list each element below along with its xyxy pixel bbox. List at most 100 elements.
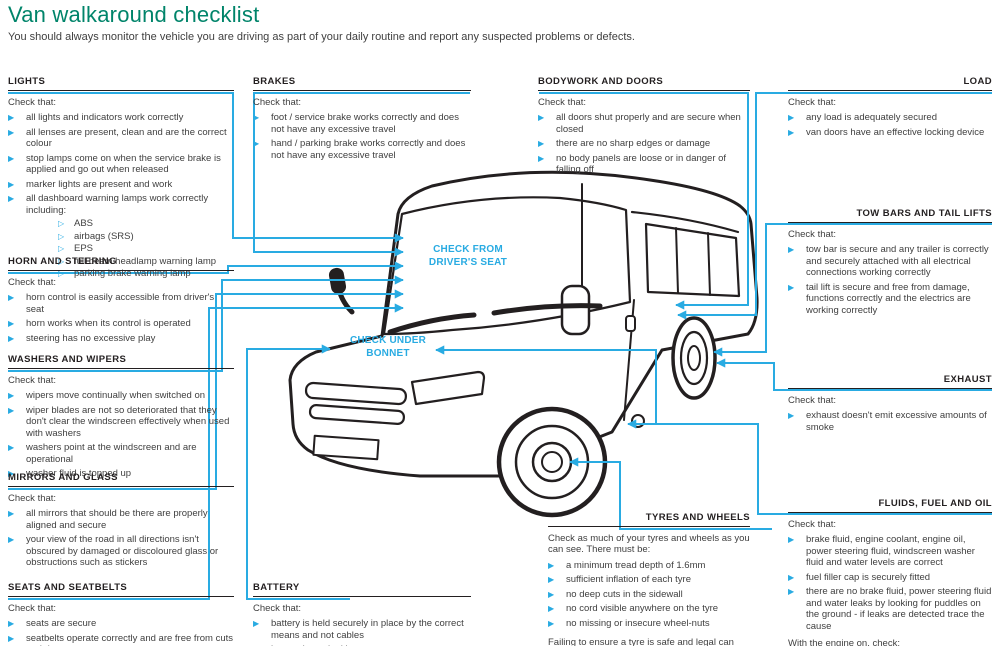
check-item-text: seats are secure (26, 618, 97, 629)
section-bodywork-title: BODYWORK AND DOORS (538, 76, 750, 91)
front-wheel-ring (531, 441, 573, 483)
bullet-triangle-icon: ▶ (548, 618, 555, 628)
driver-mirror-arm (335, 281, 355, 315)
section-mirrors-list: ▶ all mirrors that should be there are pr… (8, 508, 234, 569)
check-item-text: fuel filler cap is securely fitted (806, 571, 931, 583)
check-item-text: tow bar is secure and any trailer is cor… (806, 244, 989, 278)
section-lights-intro: Check that: (8, 96, 57, 108)
check-subitem: ▷ABS (58, 218, 234, 230)
check-item-text: there are no sharp edges or damage (556, 138, 711, 149)
page-title: Van walkaround checklist (8, 2, 260, 27)
section-lights-list: ▶ all lights and indicators work correctl… (8, 112, 234, 280)
check-item: ▶no deep cuts in the sidewall (548, 589, 750, 601)
section-mirrors-intro: Check that: (8, 492, 57, 504)
bullet-triangle-icon: ▶ (8, 509, 15, 518)
section-towbars-title: TOW BARS AND TAIL LIFTS (788, 208, 992, 223)
section-washers-list: ▶ wipers move continually when switched o… (8, 390, 234, 480)
bullet-triangle-icon: ▶ (8, 153, 15, 163)
check-item: ▶horn works when its control is operated (8, 318, 234, 330)
check-item: ▶hand / parking brake works correctly an… (253, 138, 471, 161)
section-brakes-intro: Check that: (253, 96, 302, 108)
check-item-text: sufficient inflation of each tyre (566, 574, 691, 585)
check-item-text: all mirrors that should be there are pro… (26, 508, 208, 531)
check-item-text: battery is held securely in place by the… (271, 618, 464, 641)
check-item: ▶ washer fluid is topped up (8, 468, 234, 480)
number-plate (312, 434, 380, 461)
check-item: ▶ all mirrors that should be there are pr… (8, 508, 234, 531)
section-bodywork-doors: BODYWORK AND DOORS Check that: ▶all door… (538, 76, 750, 179)
label-check-from-drivers-seat: CHECK FROM DRIVER'S SEAT (428, 244, 508, 268)
section-tow-bars: TOW BARS AND TAIL LIFTS Check that: ▶tow… (788, 208, 992, 319)
bullet-triangle-outline-icon: ▷ (58, 269, 65, 278)
window-dividers (675, 227, 711, 296)
section-load: LOAD Check that: ▶any load is adequately… (788, 76, 992, 141)
section-horn-intro: Check that: (8, 276, 57, 288)
check-item: ▶ all doors shut properly and are secure … (538, 112, 750, 135)
section-mirrors-title: MIRRORS AND GLASS (8, 472, 234, 487)
check-item-text: van doors have an effective locking devi… (806, 126, 985, 138)
section-fluids-list: ▶brake fluid, engine coolant, engine oil… (788, 534, 992, 632)
check-subitem: ▷full beam headlamp warning lamp (58, 256, 234, 268)
section-load-title: LOAD (788, 76, 992, 91)
check-item-text: no missing or insecure wheel-nuts (566, 617, 710, 629)
section-battery: BATTERY Check that: ▶battery is held sec… (253, 582, 471, 646)
check-item-text: horn works when its control is operated (26, 318, 191, 329)
wiper-left (387, 312, 477, 335)
check-item-text: washers point at the windscreen and are … (26, 442, 197, 465)
bullet-triangle-icon: ▶ (253, 113, 260, 122)
check-item-text: there are no brake fluid, power steering… (806, 586, 992, 632)
check-item-text: all lights and indicators work correctly (26, 112, 184, 123)
section-fluids-fuel-oil: FLUIDS, FUEL AND OIL Check that: ▶brake … (788, 498, 992, 646)
side-windows (644, 222, 741, 298)
check-subitem: ▷airbags (SRS) (58, 231, 234, 243)
check-item-text: wipers move continually when switched on (26, 390, 206, 401)
bullet-triangle-icon: ▶ (8, 633, 15, 643)
section-tyres-title: TYRES AND WHEELS (548, 512, 750, 527)
connector-battery-under-bonnet (246, 344, 350, 600)
bullet-triangle-icon: ▶ (788, 113, 795, 122)
check-item-text: wiper blades are not so deteriorated tha… (26, 404, 230, 439)
bullet-triangle-icon: ▶ (8, 535, 15, 544)
check-item: ▶fuel filler cap is securely fitted (788, 572, 992, 584)
passenger-mirror (560, 284, 591, 336)
section-fluids-intro: Check that: (788, 518, 837, 530)
section-load-list: ▶any load is adequately secured▶van door… (788, 112, 992, 138)
bullet-triangle-icon: ▶ (538, 113, 545, 122)
section-towbars-intro: Check that: (788, 228, 837, 240)
check-subitem-text: EPS (74, 243, 94, 254)
check-item: ▶wiper blades are not so deteriorated th… (8, 405, 234, 440)
connector-fluids-under-bonnet (435, 345, 657, 424)
check-item-text: exhaust doesn't emit excessive amounts o… (806, 410, 987, 433)
label-check-under-bonnet: CHECK UNDER BONNET (349, 335, 427, 359)
check-item: ▶all dashboard warning lamps work correc… (8, 193, 234, 280)
check-item-text: any load is adequately secured (806, 112, 937, 123)
bullet-triangle-icon: ▶ (788, 587, 795, 596)
front-wheel-rim (514, 424, 590, 500)
rear-wheel-hub (687, 345, 701, 371)
check-subitem: ▷parking brake warning lamp (58, 268, 234, 280)
section-mirrors-glass: MIRRORS AND GLASS Check that: ▶ all mirro… (8, 472, 234, 572)
check-item: ▶marker lights are present and work (8, 179, 234, 191)
check-item: ▶no body panels are loose or in danger o… (538, 153, 750, 176)
section-tyres-list: ▶a minimum tread depth of 1.6mm▶sufficie… (548, 560, 750, 630)
check-item: ▶tail lift is secure and free from damag… (788, 282, 992, 317)
fuel-filler-cap (631, 414, 645, 428)
section-exhaust-list: ▶exhaust doesn't emit excessive amounts … (788, 410, 992, 433)
check-item-text: hand / parking brake works correctly and… (271, 138, 466, 161)
check-item: ▶wipers move continually when switched o… (8, 390, 234, 402)
section-fluids-title: FLUIDS, FUEL AND OIL (788, 498, 992, 513)
section-battery-list: ▶battery is held securely in place by th… (253, 618, 471, 646)
headlight (410, 370, 486, 406)
bullet-triangle-icon: ▶ (8, 179, 15, 189)
check-item: ▶there are no sharp edges or damage (538, 138, 750, 150)
check-item-text: washer fluid is topped up (26, 468, 132, 479)
section-seats-seatbelts: SEATS AND SEATBELTS Check that: ▶seats a… (8, 582, 234, 646)
bullet-triangle-icon: ▶ (8, 469, 15, 478)
front-wheel-hub (541, 451, 563, 473)
check-item-text: a minimum tread depth of 1.6mm (566, 559, 706, 571)
section-fluids-intro2: With the engine on, check: (788, 638, 900, 646)
check-item-text: all doors shut properly and are secure w… (556, 112, 741, 135)
bullet-triangle-outline-icon: ▷ (58, 219, 65, 228)
check-item: ▶brake fluid, engine coolant, engine oil… (788, 534, 992, 569)
check-item-text: battery is not leaking (271, 644, 358, 646)
